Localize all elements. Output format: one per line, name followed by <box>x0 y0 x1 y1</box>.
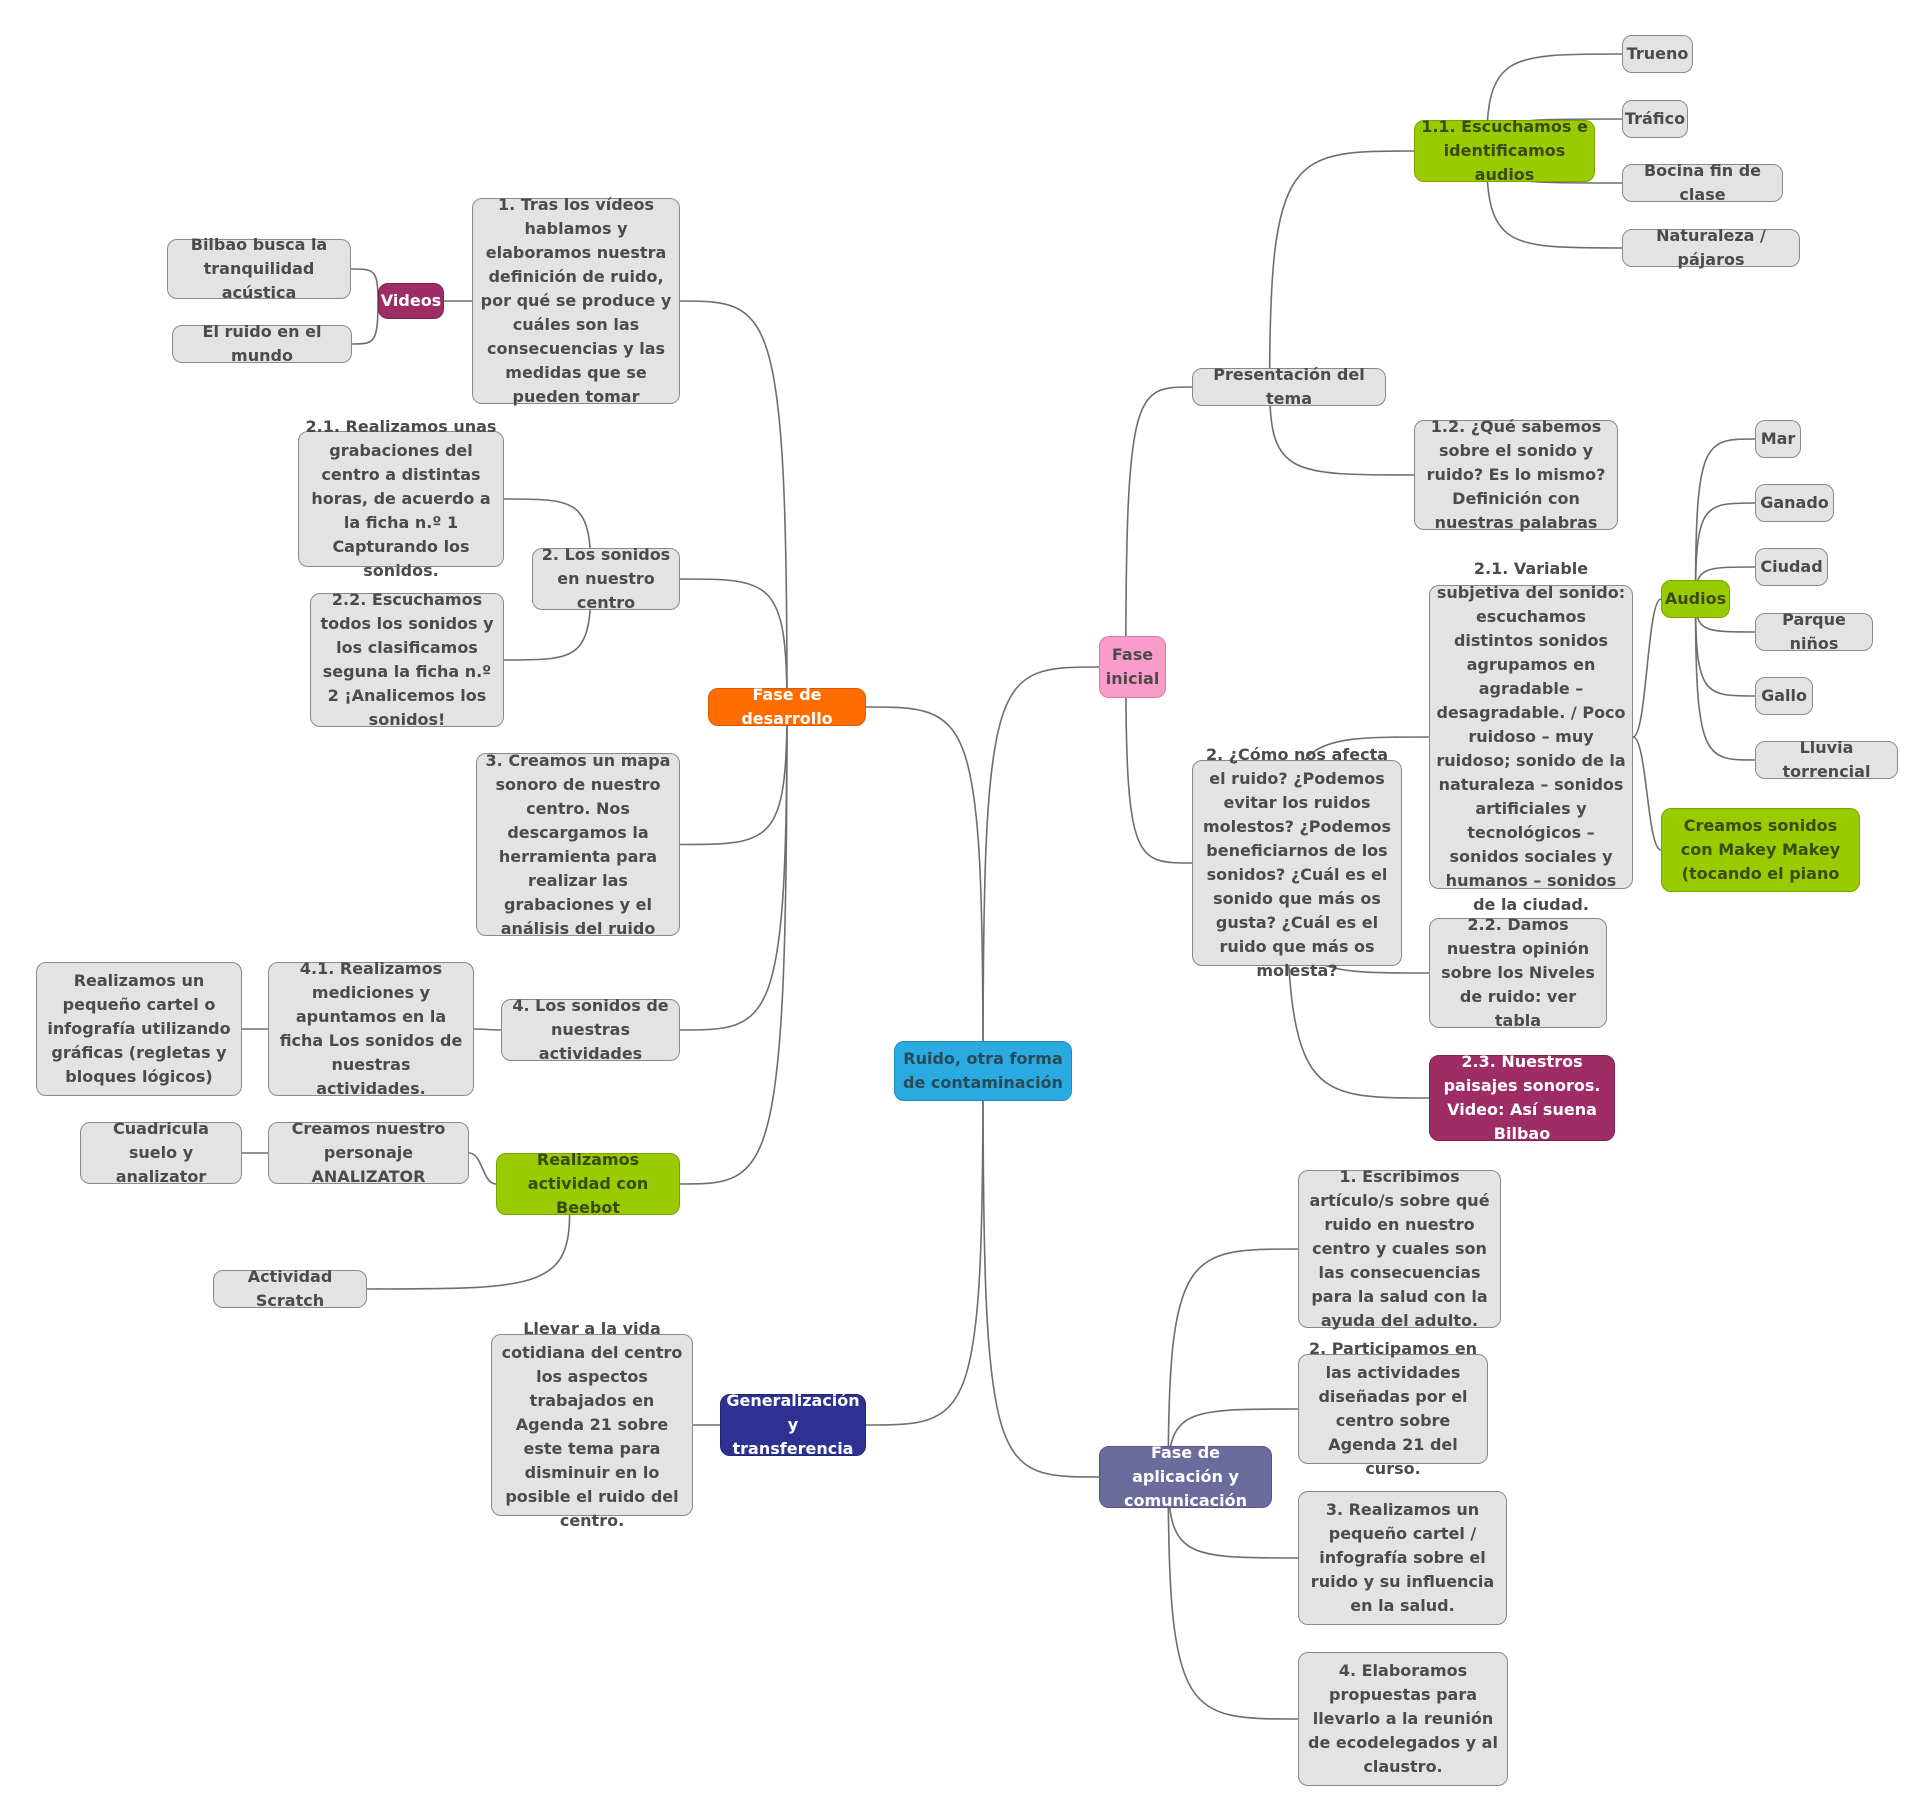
aplicacion-topic-3[interactable]: 3. Realizamos un pequeño cartel / infogr… <box>1298 1491 1507 1625</box>
desarrollo-topic-4-1[interactable]: 4.1. Realizamos mediciones y apuntamos e… <box>268 959 474 1098</box>
present-link-1 <box>1268 386 1415 476</box>
videos-topic[interactable]: Videos <box>378 283 444 319</box>
i11-link-0 <box>1485 53 1623 152</box>
aplic-link-3 <box>1167 1476 1299 1720</box>
video-bilbao-topic[interactable]: Bilbao busca la tranquilidad acústica <box>167 235 351 302</box>
root-link-1 <box>865 1070 984 1426</box>
aplicacion-topic-2[interactable]: 2. Participamos en las actividades diseñ… <box>1298 1339 1488 1478</box>
audios-link-0 <box>1694 438 1756 600</box>
inicial-topic-2[interactable]: 2. ¿Cómo nos afecta el ruido? ¿Podemos e… <box>1192 745 1402 980</box>
inicial-topic-1-2[interactable]: 1.2. ¿Qué sabemos sobre el sonido y ruid… <box>1414 417 1618 532</box>
audio-parque-topic[interactable]: Parque niños <box>1755 610 1873 653</box>
audios-link-5 <box>1694 598 1756 761</box>
presentacion-topic[interactable]: Presentación del tema <box>1192 365 1386 408</box>
audio-ganado-topic[interactable]: Ganado <box>1755 484 1834 522</box>
audio-gallo-topic[interactable]: Gallo <box>1755 677 1813 715</box>
desarrollo-topic-2-2[interactable]: 2.2. Escuchamos todos los sonidos y los … <box>310 590 504 729</box>
inicial-topic-2-1[interactable]: 2.1. Variable subjetiva del sonido: escu… <box>1429 559 1633 914</box>
i21-makey-link <box>1632 736 1662 851</box>
root-link-2 <box>982 666 1100 1072</box>
inicial-link-1 <box>1125 666 1193 864</box>
desarrollo-topic-1[interactable]: 1. Tras los vídeos hablamos y elaboramos… <box>472 195 680 406</box>
beebot-analizator-link <box>468 1152 497 1185</box>
audio-lluvia-topic[interactable]: Lluvia torrencial <box>1755 738 1898 781</box>
aplic-link-0 <box>1167 1248 1299 1478</box>
analizator-topic[interactable]: Creamos nuestro personaje ANALIZATOR <box>268 1119 469 1186</box>
desarrollo-topic-2-1[interactable]: 2.1. Realizamos unas grabaciones del cen… <box>298 417 504 580</box>
generalizacion-topic[interactable]: Generalización y transferencia <box>720 1391 866 1458</box>
makey-makey-topic[interactable]: Creamos sonidos con Makey Makey (tocando… <box>1661 808 1860 892</box>
i11-link-3 <box>1485 150 1623 249</box>
i21-audios-link <box>1632 598 1662 738</box>
beebot-scratch-link <box>366 1214 571 1290</box>
root-link-0 <box>865 706 984 1072</box>
audio-mar-topic[interactable]: Mar <box>1755 420 1801 458</box>
audios-link-1 <box>1694 502 1756 600</box>
desarrollo-topic-3[interactable]: 3. Creamos un mapa sonoro de nuestro cen… <box>476 751 680 938</box>
scratch-topic[interactable]: Actividad Scratch <box>213 1267 367 1310</box>
desarrollo-link-3 <box>679 706 788 1031</box>
d4-d41-link <box>473 1028 502 1031</box>
fase-desarrollo-topic[interactable]: Fase de desarrollo <box>708 685 866 728</box>
generalizacion-topic-1[interactable]: Llevar a la vida cotidiana del centro lo… <box>491 1319 693 1530</box>
central-topic[interactable]: Ruido, otra forma de contaminación <box>894 1041 1072 1101</box>
cuadricula-topic[interactable]: Cuadricula suelo y analizator <box>80 1119 242 1186</box>
audios-topic[interactable]: Audios <box>1661 580 1730 618</box>
fase-inicial-topic[interactable]: Fase inicial <box>1099 636 1166 698</box>
audio-ciudad-topic[interactable]: Ciudad <box>1755 548 1828 586</box>
fase-aplicacion-topic[interactable]: Fase de aplicación y comunicación <box>1099 1443 1272 1510</box>
audio-naturaleza-topic[interactable]: Naturaleza / pájaros <box>1622 226 1800 269</box>
audio-trafico-topic[interactable]: Tráfico <box>1622 100 1688 138</box>
root-link-3 <box>982 1070 1100 1478</box>
desarrollo-topic-4-1-1[interactable]: Realizamos un pequeño cartel o infografí… <box>36 962 242 1096</box>
aplicacion-topic-1[interactable]: 1. Escribimos artículo/s sobre qué ruido… <box>1298 1167 1501 1330</box>
inicial-topic-1-1[interactable]: 1.1. Escuchamos e identificamos audios <box>1414 117 1595 184</box>
desarrollo-topic-2[interactable]: 2. Los sonidos en nuestro centro <box>532 545 680 612</box>
desarrollo-link-1 <box>679 578 788 708</box>
aplicacion-topic-4[interactable]: 4. Elaboramos propuestas para llevarlo a… <box>1298 1652 1508 1786</box>
inicial-topic-2-2[interactable]: 2.2. Damos nuestra opinión sobre los Niv… <box>1429 915 1607 1030</box>
desarrollo-link-0 <box>679 300 788 708</box>
desarrollo-topic-4[interactable]: 4. Los sonidos de nuestras actividades <box>501 996 680 1063</box>
beebot-topic[interactable]: Realizamos actividad con Beebot <box>496 1150 680 1217</box>
present-link-0 <box>1268 150 1415 388</box>
inicial-link-0 <box>1125 386 1193 668</box>
videos-link-0 <box>350 268 379 302</box>
audio-bocina-topic[interactable]: Bocina fin de clase <box>1622 161 1783 204</box>
video-ruido-mundo-topic[interactable]: El ruido en el mundo <box>172 322 352 365</box>
audio-trueno-topic[interactable]: Trueno <box>1622 35 1693 73</box>
desarrollo-link-4 <box>679 706 788 1185</box>
videos-link-1 <box>351 300 379 345</box>
inicial-topic-2-3[interactable]: 2.3. Nuestros paisajes sonoros. Video: A… <box>1429 1052 1615 1143</box>
